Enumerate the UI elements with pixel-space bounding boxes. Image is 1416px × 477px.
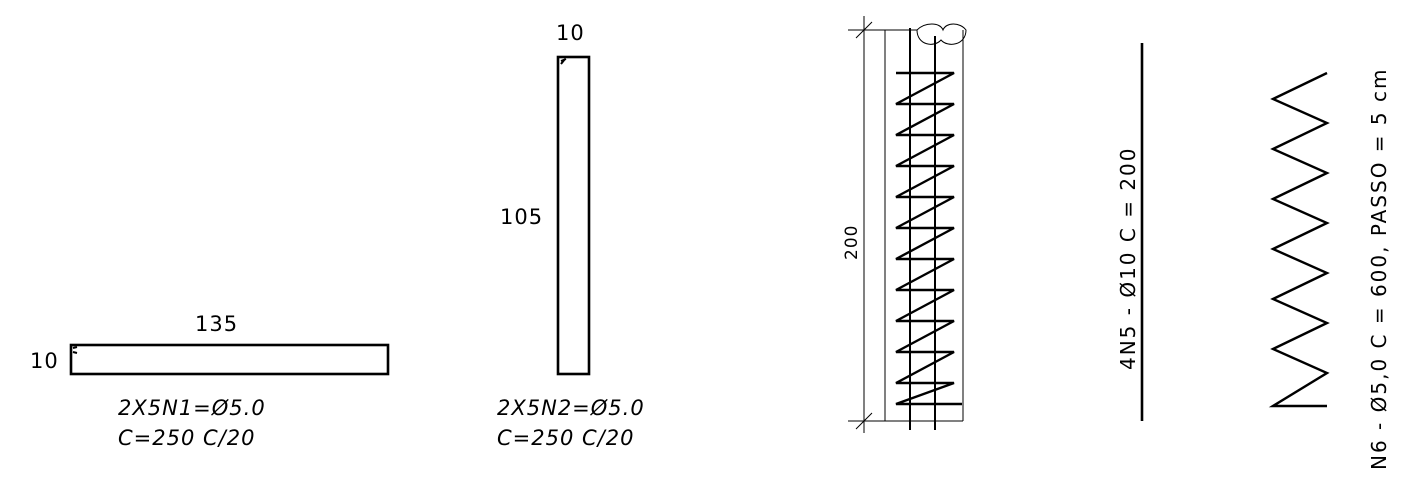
dimension-tick-top	[855, 21, 873, 39]
bar-n1-hook-label: 10	[30, 349, 59, 373]
bar-n5-detail: 4N5 - Ø10 C = 200	[1116, 43, 1144, 421]
bar-n2-hook-mark	[560, 58, 567, 65]
bar-n2-spec-line1: 2X5N2=Ø5.0	[497, 396, 645, 420]
bar-n5-spec: 4N5 - Ø10 C = 200	[1116, 146, 1140, 370]
column-dimension-label: 200	[842, 225, 862, 260]
bar-n2-detail: 10 105 2X5N2=Ø5.0 C=250 C/20	[497, 21, 645, 450]
dimension-tick-bottom	[855, 412, 873, 430]
column-elevation: 200	[842, 16, 967, 433]
bar-n2-hook-label: 10	[556, 21, 585, 45]
bar-n1-spec-line2: C=250 C/20	[118, 426, 255, 450]
bar-n1-hook-mark	[72, 346, 78, 354]
bar-n1-spec-line1: 2X5N1=Ø5.0	[118, 396, 266, 420]
bar-n1-detail: 135 10 2X5N1=Ø5.0 C=250 C/20	[30, 312, 390, 450]
column-spiral	[895, 71, 962, 406]
bar-n1-length-label: 135	[195, 312, 238, 336]
spiral-n6-shape	[1268, 71, 1330, 408]
column-break-symbol	[916, 23, 967, 45]
bar-n2-shape	[556, 55, 591, 376]
bar-n2-length-label: 105	[500, 205, 543, 229]
spiral-n6-detail: N6 - Ø5,0 C = 600, PASSO = 5 cm	[1268, 68, 1391, 470]
bar-n1-shape	[69, 343, 390, 376]
bar-n2-spec-line2: C=250 C/20	[497, 426, 634, 450]
spiral-n6-spec: N6 - Ø5,0 C = 600, PASSO = 5 cm	[1367, 68, 1391, 470]
